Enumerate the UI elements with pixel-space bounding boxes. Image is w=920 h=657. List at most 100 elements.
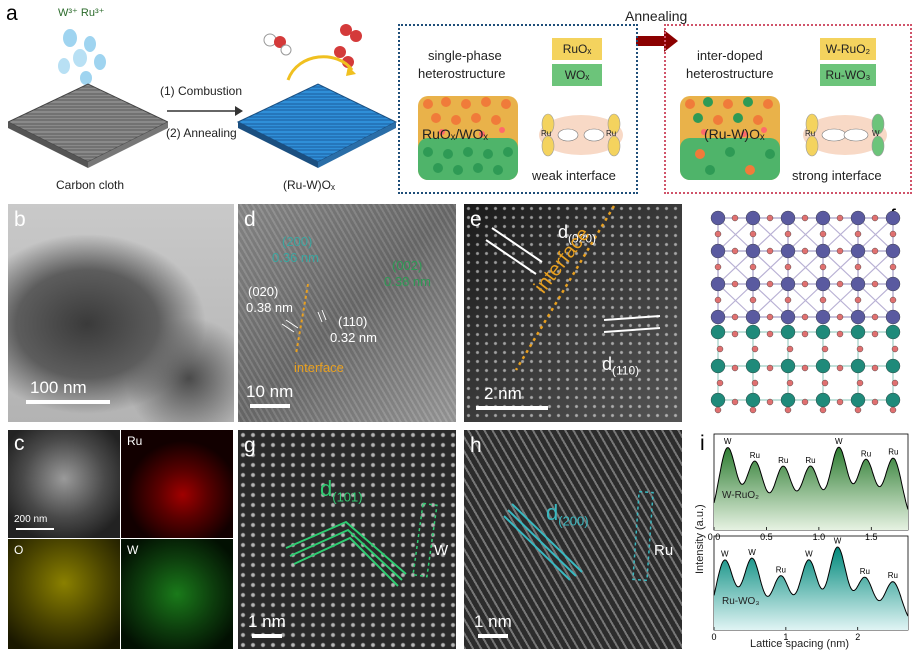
- w-atom: [710, 309, 726, 325]
- o-atom: [871, 364, 879, 372]
- x-tick-label: 1.5: [865, 532, 878, 542]
- weak-orbital-ru-right: Ru: [606, 129, 617, 138]
- panel-c-scale-text: 200 nm: [14, 514, 48, 525]
- bond-line: [717, 283, 754, 318]
- panel-c-scale-bar: [16, 528, 54, 530]
- panel-e-haadf: e d(020) interface d(110) 2 nm: [464, 204, 682, 422]
- w-atom: [745, 309, 761, 325]
- panel-a-label: a: [6, 2, 18, 25]
- h-d200-label: d(200): [546, 500, 589, 528]
- strong-interface-label: strong interface: [792, 168, 882, 183]
- w-atom: [815, 210, 831, 226]
- chart-i-top-name: W-RuO₂: [722, 490, 760, 501]
- o-atom: [819, 263, 827, 271]
- peak-label: Ru: [860, 567, 870, 576]
- weak-orbital-ru-left: Ru: [541, 129, 552, 138]
- o-atom: [749, 263, 757, 271]
- ru-atom: [850, 392, 866, 408]
- g-d101-d: d: [320, 476, 333, 501]
- o-atom: [819, 296, 827, 304]
- ru-w-ox-label: (Ru-W)Oₓ: [704, 126, 765, 142]
- ru-atom: [885, 358, 901, 374]
- w-atom: [710, 276, 726, 292]
- panel-h-scale-text: 1 nm: [474, 612, 512, 631]
- o-atom: [856, 379, 864, 387]
- o-atom: [731, 280, 739, 288]
- carbon-cloth-illustration: [8, 29, 168, 168]
- bond-line: [857, 250, 894, 285]
- chart-i-bottom-name: Ru-WO₃: [722, 596, 760, 607]
- e-d110-d: d: [602, 354, 613, 374]
- e-d110-sub: (110): [612, 363, 640, 378]
- panel-c-map-ru: Ru: [121, 430, 233, 538]
- o-atom: [786, 345, 794, 353]
- w-atom: [885, 243, 901, 259]
- o-atom: [836, 280, 844, 288]
- o-atom: [784, 296, 792, 304]
- o-atom: [836, 364, 844, 372]
- ru-w-ox-particle: [680, 96, 780, 180]
- panel-d-interface-label: interface: [294, 360, 344, 375]
- w-atom: [745, 276, 761, 292]
- bond-line: [717, 217, 754, 252]
- single-phase-title-1: single-phase: [428, 48, 502, 63]
- panel-h-scale-bar: [478, 634, 508, 638]
- o-atom: [749, 406, 757, 414]
- bond-line: [822, 283, 859, 318]
- bond-line: [752, 283, 789, 318]
- peak-label: Ru: [750, 451, 760, 460]
- e-d020-sub: (020): [568, 231, 597, 246]
- annealing-label: Annealing: [625, 8, 688, 24]
- chip-w-ruo2: W-RuO₂: [820, 38, 876, 60]
- o-atom: [801, 330, 809, 338]
- peak-label: Ru: [888, 448, 898, 457]
- o-atom: [854, 230, 862, 238]
- panel-i-label: i: [700, 432, 705, 455]
- o-atom: [836, 398, 844, 406]
- ru-atom: [745, 358, 761, 374]
- w-atom: [745, 243, 761, 259]
- step-annealing: (2) Annealing: [166, 126, 237, 140]
- h-d200-sub: (200): [558, 513, 589, 529]
- o-atom: [766, 330, 774, 338]
- ru-atom: [815, 358, 831, 374]
- w-atom: [885, 309, 901, 325]
- x-tick-label: 2: [855, 632, 860, 642]
- o-atom: [766, 398, 774, 406]
- step-combustion: (1) Combustion: [160, 84, 243, 98]
- g-element-label: W: [434, 542, 449, 559]
- w-atom: [780, 243, 796, 259]
- o-atom: [854, 406, 862, 414]
- x-tick-label: 0.5: [760, 532, 773, 542]
- o-atom: [836, 330, 844, 338]
- bond-line: [752, 217, 789, 252]
- panel-e-annotations: [485, 205, 661, 371]
- o-atom: [801, 364, 809, 372]
- o-atom: [749, 230, 757, 238]
- plane-110-label: (110): [338, 314, 368, 329]
- w-atom: [815, 243, 831, 259]
- d-200-label: 0.36 nm: [272, 250, 319, 265]
- e-d020-d: d: [558, 222, 569, 242]
- x-tick-label: 1.0: [813, 532, 826, 542]
- w-atom: [885, 276, 901, 292]
- o-atom: [891, 379, 899, 387]
- peak-label: W: [721, 549, 729, 558]
- o-atom: [716, 379, 724, 387]
- o-atom: [871, 280, 879, 288]
- o-atom: [819, 406, 827, 414]
- o-atom: [889, 230, 897, 238]
- o-atom: [856, 345, 864, 353]
- peak-label: Ru: [805, 456, 815, 465]
- o-atom: [871, 247, 879, 255]
- panel-f-crystal-model: f: [696, 204, 912, 422]
- gas-molecules: [263, 24, 362, 68]
- ru-atom: [745, 392, 761, 408]
- w-atom: [710, 210, 726, 226]
- o-atom: [854, 296, 862, 304]
- o-atom: [716, 345, 724, 353]
- bond-line: [787, 217, 824, 252]
- chip-ru-wo3: Ru-WO₃: [820, 64, 876, 86]
- o-atom: [766, 364, 774, 372]
- o-atom: [784, 406, 792, 414]
